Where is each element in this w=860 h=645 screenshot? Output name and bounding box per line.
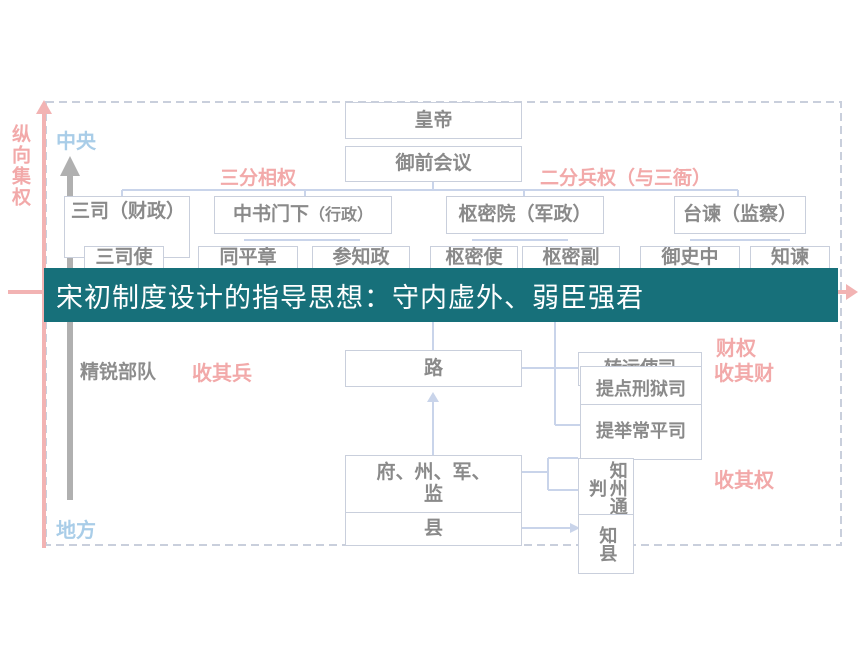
label-elite-troops: 精锐部队 — [80, 361, 157, 383]
axis-top-label: 中央 — [56, 129, 96, 153]
label-two-military: 二分兵权（与三衙） — [540, 167, 712, 189]
node-shumi: 枢密院（军政） — [446, 196, 604, 234]
node-zhongshu-label: 中书门下 — [232, 203, 309, 226]
note-shou-cai: 收其财 — [714, 361, 774, 385]
axis-bottom-label: 地方 — [56, 518, 96, 542]
node-zhixian: 知县 — [578, 514, 634, 574]
node-taijian: 台谏（监察） — [674, 196, 806, 234]
node-imperial-council: 御前会议 — [345, 146, 522, 182]
node-zhizhou: 知州通判 — [578, 458, 634, 518]
node-county: 县 — [345, 512, 522, 546]
note-shou-bing: 收其兵 — [192, 361, 252, 385]
label-three-powers: 三分相权 — [220, 167, 297, 189]
note-shou-quan: 收其权 — [714, 468, 774, 492]
note-caiquan: 财权 — [716, 336, 756, 360]
banner-title: 宋初制度设计的指导思想：守内虚外、弱臣强君 — [44, 268, 838, 322]
node-zhongshu-sub: （行政） — [309, 204, 374, 224]
node-prefecture: 府、州、军、监 — [345, 455, 522, 513]
node-zhongshu: 中书门下（行政） — [214, 196, 392, 234]
node-tiju: 提举常平司 — [580, 404, 702, 460]
node-emperor: 皇帝 — [345, 102, 522, 139]
vertical-axis-label: 纵向集权 — [9, 124, 31, 208]
node-road: 路 — [345, 350, 522, 387]
